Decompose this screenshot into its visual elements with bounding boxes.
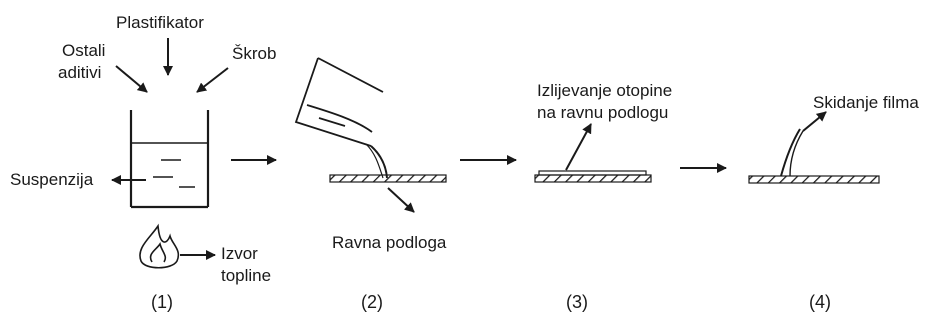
step-3-caption: (3) (566, 292, 588, 312)
skidanje-filma-label: Skidanje filma (813, 93, 919, 112)
ravna-podloga-arrow (387, 187, 415, 213)
step-1-caption: (1) (151, 292, 173, 312)
beaker (129, 110, 210, 209)
skidanje-filma-arrow (802, 111, 827, 132)
izlijevanje-arrow (565, 123, 592, 171)
step-4-caption: (4) (809, 292, 831, 312)
step-2-caption: (2) (361, 292, 383, 312)
skrob-arrow (196, 67, 229, 93)
izvor-topline-label-line2: topline (221, 266, 272, 285)
film-layer (538, 170, 647, 176)
ravna-podloga-label: Ravna podloga (332, 233, 447, 252)
flame-icon (139, 223, 180, 269)
peeled-film (780, 128, 804, 177)
ostali-aditivi-label-line1: Ostali (62, 41, 106, 60)
izlijevanje-label-line2: na ravnu podlogu (537, 103, 669, 122)
izlijevanje-label-line1: Izlijevanje otopine (537, 81, 673, 100)
casting-plate-4 (748, 175, 880, 184)
ostali-aditivi-arrow (115, 65, 148, 93)
ostali-aditivi-label-line2: aditivi (58, 63, 102, 82)
suspenzija-label: Suspenzija (10, 170, 94, 189)
casting-plate-3 (534, 174, 652, 183)
casting-plate-2 (329, 174, 447, 183)
plastifikator-label: Plastifikator (116, 13, 204, 32)
izvor-topline-label-line1: Izvor (221, 244, 258, 263)
pouring-beaker (294, 57, 388, 179)
skrob-label: Škrob (232, 44, 277, 63)
